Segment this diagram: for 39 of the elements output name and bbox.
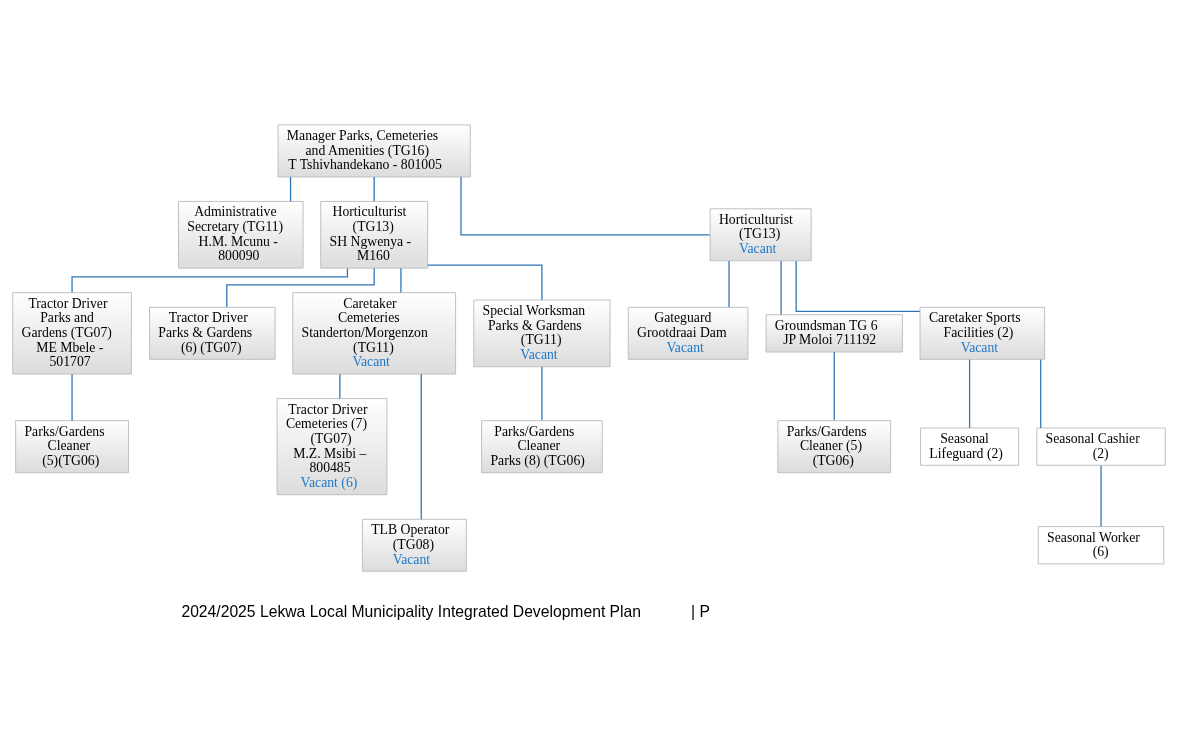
connector <box>1040 358 1042 429</box>
node-box: Tractor Driver Parks & Gardens (6) (TG07) <box>149 306 276 360</box>
node-box: Seasonal Lifeguard (2) <box>920 427 1020 466</box>
connector <box>460 175 711 235</box>
node-box: Gateguard Grootdraai Dam Vacant <box>627 306 749 360</box>
node-box: Parks/Gardens Cleaner Parks (8) (TG06) <box>481 419 603 473</box>
connector <box>339 373 341 399</box>
node-box: Parks/Gardens Cleaner (5) (TG06) <box>777 419 892 473</box>
connector <box>968 358 971 429</box>
node-box: Manager Parks, Cemeteries and Amenities (TG16) T Tshivhandekano - 801005 <box>277 123 471 177</box>
node-box: Caretaker Sports Facilities (2) Vacant <box>919 306 1046 360</box>
connector <box>226 267 375 308</box>
connector <box>289 175 292 202</box>
node-box: Parks/Gardens Cleaner (5)(TG06) <box>15 419 129 473</box>
label: | P <box>691 602 710 620</box>
node-box: Caretaker Cemeteries Standerton/Morgenzon (TG11) Vacant <box>292 291 457 375</box>
node-box: Tractor Driver Cemeteries (7) (TG07) M.Z. Msibi – 800485 Vacant (6) <box>276 397 388 495</box>
node-box: Administrative Secretary (TG11) H.M. Mcunu - 800090 <box>178 200 304 269</box>
connector <box>420 373 422 520</box>
connector <box>1100 464 1102 527</box>
connector <box>833 350 835 421</box>
connector <box>373 175 375 202</box>
node-box: Seasonal Worker (6) <box>1037 525 1165 564</box>
node-box: Tractor Driver Parks and Gardens (TG07) ME Mbele - 501707 <box>12 291 132 375</box>
connector <box>427 264 543 300</box>
node-box: TLB Operator (TG08) Vacant <box>361 518 467 572</box>
node-box: Seasonal Cashier (2) <box>1036 427 1166 466</box>
node-box: Horticulturist (TG13) Vacant <box>709 207 812 261</box>
connector <box>541 365 543 421</box>
connector <box>795 259 921 312</box>
node-box: Special Worksman Parks & Gardens (TG11) Vacant <box>473 299 611 367</box>
node-box: Horticulturist (TG13) SH Ngwenya - M160 <box>320 200 429 269</box>
node-box: Groundsman TG 6 JP Moloi 711192 <box>765 313 903 352</box>
connector <box>400 267 402 293</box>
connector <box>71 373 73 421</box>
connector <box>728 259 730 308</box>
connector <box>71 267 349 293</box>
connector <box>780 259 782 315</box>
label: 2024/2025 Lekwa Local Municipality Integrated Development Plan <box>181 602 642 620</box>
